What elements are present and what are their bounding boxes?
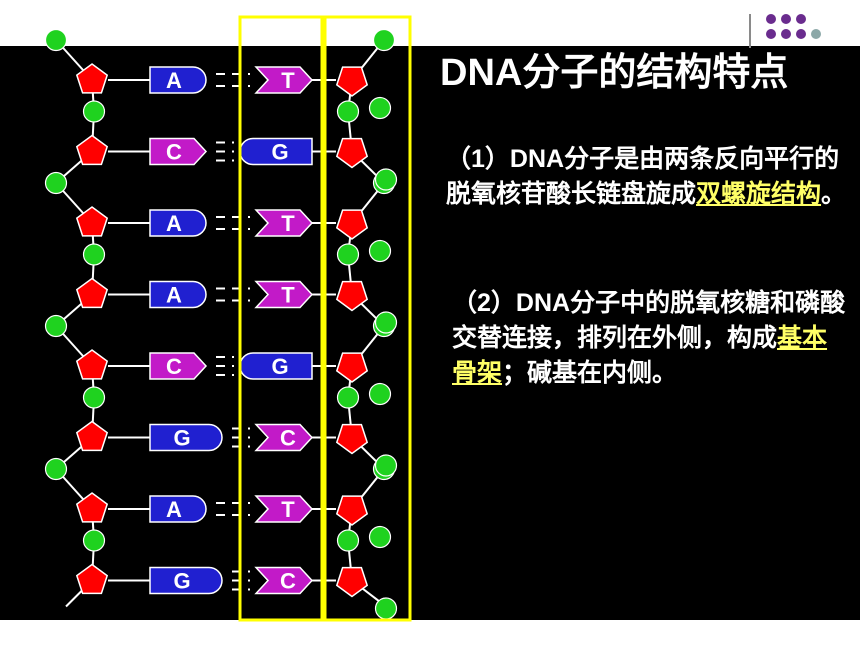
base-T-shape xyxy=(254,66,314,94)
deoxyribose-left xyxy=(75,492,109,523)
decorative-divider xyxy=(749,14,751,48)
phosphate-left xyxy=(82,100,106,123)
phosphate-left xyxy=(82,243,106,266)
base-letter-C: C xyxy=(280,426,296,451)
point-2-lead: （2）DNA分子中的脱氧核糖和磷酸交替连接，排列在外侧，构成 xyxy=(452,289,846,352)
decorative-dots xyxy=(766,14,821,39)
deoxyribose-left xyxy=(75,563,109,595)
point-2-highlight: 基本骨架 xyxy=(452,324,828,387)
point-1-text: （1）DNA分子是由两条反向平行的脱氧核苷酸长链盘旋成双螺旋结构。 xyxy=(446,142,856,212)
base-T-shape xyxy=(254,209,314,237)
phosphate-left xyxy=(44,314,68,338)
base-A-shape xyxy=(149,495,207,523)
phosphate-right xyxy=(372,28,396,52)
slide-background xyxy=(0,46,860,620)
base-A-shape xyxy=(149,280,207,309)
base-C-shape xyxy=(254,566,314,595)
phosphate-right xyxy=(336,386,360,409)
base-letter-G: G xyxy=(173,426,190,451)
phosphate-right xyxy=(374,454,398,477)
base-A-shape xyxy=(149,66,207,94)
deoxyribose-left xyxy=(75,63,109,94)
deoxyribose-right xyxy=(335,566,369,598)
phosphate-right xyxy=(374,311,398,334)
phosphate-right xyxy=(368,525,392,549)
base-letter-A: A xyxy=(166,497,182,522)
point-1-highlight: 双螺旋结构 xyxy=(696,180,822,208)
deoxyribose-left xyxy=(75,277,109,309)
base-T-shape xyxy=(254,495,314,523)
base-letter-T: T xyxy=(281,283,295,308)
phosphate-right xyxy=(368,382,392,406)
base-letter-A: A xyxy=(166,283,182,308)
deoxyribose-left xyxy=(75,420,109,452)
phosphate-left xyxy=(82,529,106,552)
base-letter-G: G xyxy=(173,569,190,594)
base-letter-A: A xyxy=(166,211,182,236)
base-C-shape xyxy=(149,352,208,380)
decor-dot xyxy=(781,14,791,24)
base-C-shape xyxy=(149,137,208,166)
decor-dot xyxy=(766,29,776,39)
deoxyribose-right xyxy=(335,495,369,526)
deoxyribose-left xyxy=(75,134,109,166)
deoxyribose-right xyxy=(335,280,369,312)
base-G-shape xyxy=(149,566,223,595)
deoxyribose-right xyxy=(335,209,369,240)
decor-dot xyxy=(796,14,806,24)
phosphate-right xyxy=(336,100,360,123)
base-C-shape xyxy=(254,423,314,452)
deoxyribose-right xyxy=(335,137,369,169)
base-letter-T: T xyxy=(281,211,295,236)
highlight-box-bases xyxy=(238,15,324,622)
phosphate-left xyxy=(82,386,106,409)
phosphate-left xyxy=(44,457,68,481)
phosphate-right xyxy=(336,243,360,266)
base-letter-A: A xyxy=(166,68,182,93)
base-letter-C: C xyxy=(166,354,182,379)
phosphate-right xyxy=(374,597,398,620)
base-T-shape xyxy=(254,280,314,309)
decor-dot xyxy=(766,14,776,24)
deoxyribose-right xyxy=(335,66,369,97)
point-2-text: （2）DNA分子中的脱氧核糖和磷酸交替连接，排列在外侧，构成基本骨架；碱基在内侧… xyxy=(452,286,852,391)
base-letter-C: C xyxy=(166,140,182,165)
highlight-box-backbone xyxy=(323,15,412,622)
point-1-lead: （1）DNA分子是由两条反向平行的脱氧核苷酸长链盘旋成 xyxy=(446,145,840,208)
base-A-shape xyxy=(149,209,207,237)
point-2-tail: ；碱基在内侧。 xyxy=(502,359,678,387)
base-letter-G: G xyxy=(271,354,288,379)
base-letter-C: C xyxy=(280,569,296,594)
sugar-phosphate-backbones xyxy=(55,39,387,608)
phosphate-left xyxy=(44,28,68,52)
deoxyribose-left xyxy=(75,349,109,380)
base-letter-G: G xyxy=(271,140,288,165)
base-letter-T: T xyxy=(281,497,295,522)
phosphate-right xyxy=(368,96,392,120)
deoxyribose-right xyxy=(335,423,369,455)
phosphate-right xyxy=(336,529,360,552)
decor-dot xyxy=(796,29,806,39)
phosphate-right xyxy=(374,168,398,191)
deoxyribose-left xyxy=(75,206,109,237)
slide-title: DNA分子的结构特点 xyxy=(440,52,789,94)
phosphate-right xyxy=(368,239,392,263)
decor-dot xyxy=(811,29,821,39)
phosphate-left xyxy=(44,171,68,195)
decor-dot xyxy=(781,29,791,39)
base-letter-T: T xyxy=(281,68,295,93)
base-G-shape xyxy=(149,423,223,452)
point-1-tail: 。 xyxy=(821,180,847,208)
deoxyribose-right xyxy=(335,352,369,383)
